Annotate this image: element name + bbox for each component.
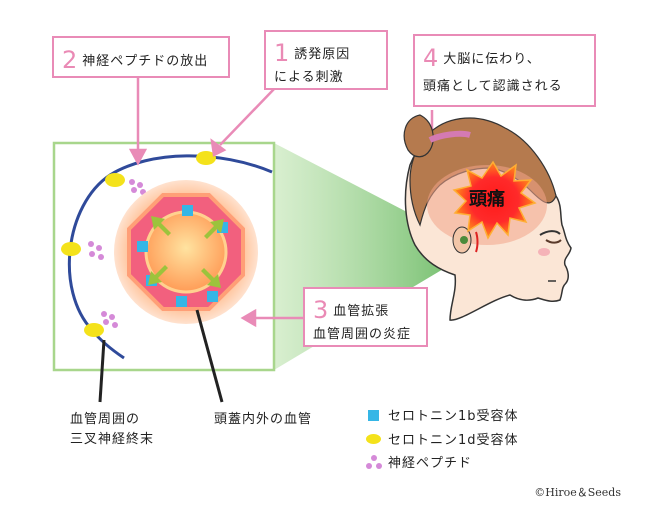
callout-line1: 誘発原因 bbox=[294, 47, 351, 62]
legend-item: 神経ペプチド bbox=[358, 452, 472, 471]
nerve-pointer bbox=[98, 339, 106, 403]
legend-item: セロトニン1d受容体 bbox=[358, 429, 519, 448]
callout-text: 神経ペプチドの放出 bbox=[82, 54, 209, 69]
headache-label: 頭痛 bbox=[469, 189, 505, 210]
callout-line1: 血管拡張 bbox=[333, 304, 390, 319]
peptide-cluster bbox=[101, 311, 118, 328]
callout-line1: 大脳に伝わり、 bbox=[443, 52, 541, 67]
receptor-1d bbox=[105, 173, 125, 187]
vessel-pointer bbox=[195, 309, 224, 403]
nerve-label-line1: 血管周囲の bbox=[70, 412, 141, 427]
callout-line2: 頭痛として認識される bbox=[423, 79, 563, 95]
dilation-arrows bbox=[148, 216, 224, 288]
receptor-1d bbox=[196, 151, 216, 165]
receptor-1d bbox=[61, 242, 81, 256]
step-number: 4 bbox=[423, 44, 440, 72]
copyright: ©Hiroe＆Seeds bbox=[534, 486, 621, 499]
yellow-ellipse-icon bbox=[358, 431, 388, 447]
pink-dots-icon bbox=[358, 454, 388, 470]
blue-square-icon bbox=[358, 407, 388, 423]
receptor-1d bbox=[84, 323, 104, 337]
legend-label: セロトニン1d受容体 bbox=[388, 433, 519, 448]
legend-item: セロトニン1b受容体 bbox=[358, 405, 519, 424]
callout-line2: による刺激 bbox=[274, 70, 344, 86]
step-number: 3 bbox=[313, 296, 330, 324]
vessel-label: 頭蓋内外の血管 bbox=[214, 412, 313, 427]
legend-label: セロトニン1b受容体 bbox=[388, 409, 519, 424]
step-number: 1 bbox=[274, 39, 291, 67]
callout-line2: 血管周囲の炎症 bbox=[313, 327, 412, 343]
headache-burst bbox=[452, 160, 537, 240]
legend-label: 神経ペプチド bbox=[388, 456, 473, 471]
nerve-label-line2: 三叉神経終末 bbox=[70, 431, 155, 447]
step-number: 2 bbox=[62, 46, 79, 74]
peptide-cluster bbox=[88, 241, 104, 260]
nerve-label: 血管周囲の 三叉神経終末 bbox=[70, 410, 154, 449]
